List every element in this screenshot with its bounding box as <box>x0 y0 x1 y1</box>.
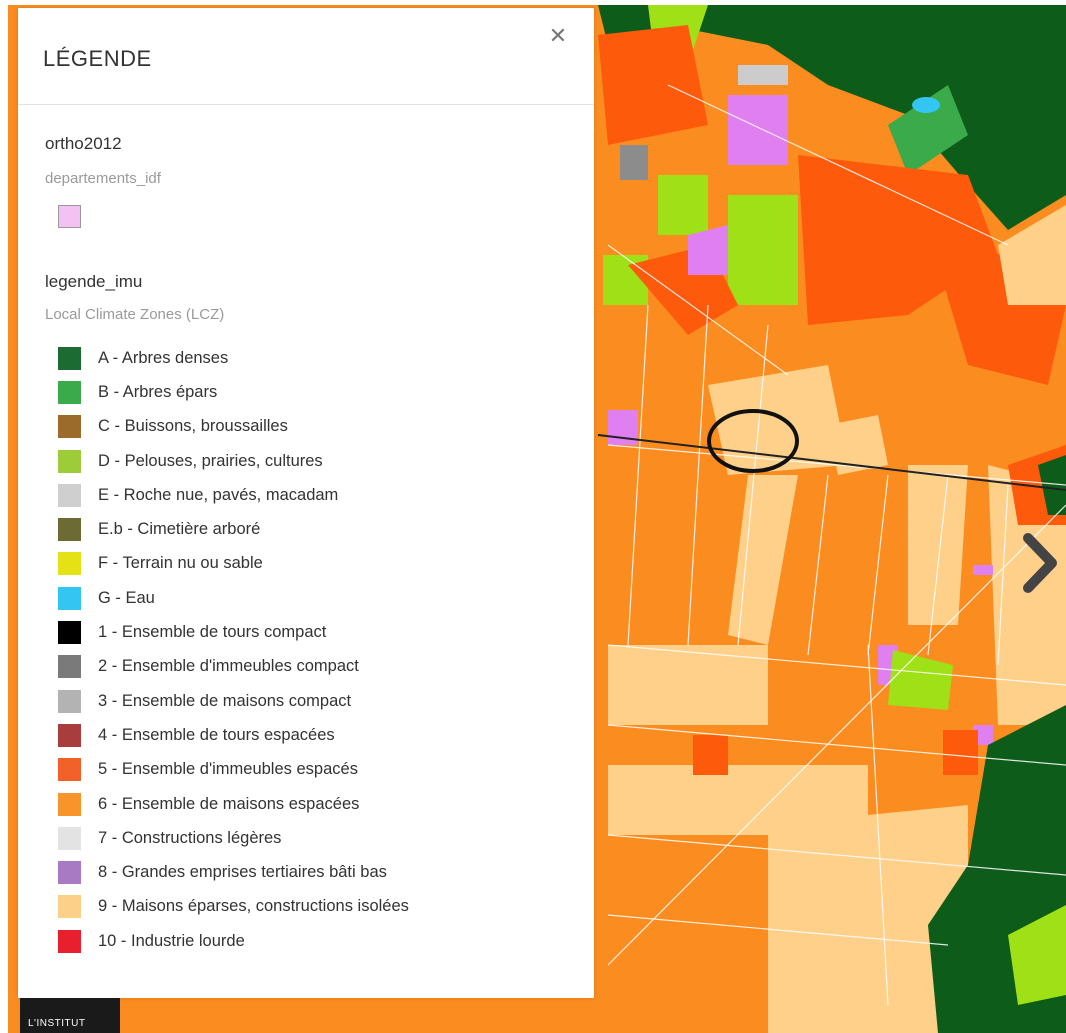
layer-name-ortho: ortho2012 <box>45 134 122 153</box>
lcz-legend-item: E.b - Cimetière arboré <box>58 512 409 546</box>
lcz-color-swatch <box>58 415 81 439</box>
legend-panel: LÉGENDE ✕ ortho2012 departements_idf leg… <box>18 8 594 998</box>
lcz-color-swatch <box>58 689 81 713</box>
institut-logo: L'INSTITUT <box>20 998 120 1033</box>
lcz-color-swatch <box>58 929 81 953</box>
lcz-label: 10 - Industrie lourde <box>98 931 245 950</box>
legend-swatch-ortho <box>58 205 81 228</box>
lcz-legend-item: 8 - Grandes emprises tertiaires bâti bas <box>58 855 409 889</box>
lcz-color-swatch <box>58 758 81 782</box>
layer-subtitle-imu: Local Climate Zones (LCZ) <box>45 306 225 323</box>
close-icon[interactable]: ✕ <box>548 23 568 48</box>
layer-subtitle-ortho: departements_idf <box>45 170 161 187</box>
lcz-legend-item: D - Pelouses, prairies, cultures <box>58 444 409 478</box>
lcz-label: 4 - Ensemble de tours espacées <box>98 725 335 744</box>
lcz-label: F - Terrain nu ou sable <box>98 554 263 573</box>
lcz-label: D - Pelouses, prairies, cultures <box>98 451 323 470</box>
lcz-color-swatch <box>58 380 81 404</box>
lcz-color-swatch <box>58 792 81 816</box>
lcz-label: A - Arbres denses <box>98 348 229 367</box>
lcz-color-swatch <box>58 449 81 473</box>
lcz-color-swatch <box>58 895 81 919</box>
lcz-legend-item: 1 - Ensemble de tours compact <box>58 615 409 649</box>
lcz-label: 9 - Maisons éparses, constructions isolé… <box>98 897 409 916</box>
lcz-legend-item: 2 - Ensemble d'immeubles compact <box>58 650 409 684</box>
lcz-legend-item: 4 - Ensemble de tours espacées <box>58 718 409 752</box>
logo-text: L'INSTITUT <box>28 1018 86 1029</box>
lcz-legend-item: A - Arbres denses <box>58 341 409 375</box>
lcz-legend-item: E - Roche nue, pavés, macadam <box>58 478 409 512</box>
lcz-legend-item: B - Arbres épars <box>58 375 409 409</box>
lcz-legend-item: 7 - Constructions légères <box>58 821 409 855</box>
lcz-label: 6 - Ensemble de maisons espacées <box>98 794 360 813</box>
lcz-color-swatch <box>58 346 81 370</box>
lcz-label: 8 - Grandes emprises tertiaires bâti bas <box>98 863 387 882</box>
lcz-label: E.b - Cimetière arboré <box>98 520 261 539</box>
lcz-legend-item: 6 - Ensemble de maisons espacées <box>58 787 409 821</box>
lcz-color-swatch <box>58 518 81 542</box>
lcz-legend-item: C - Buissons, broussailles <box>58 410 409 444</box>
lcz-label: 2 - Ensemble d'immeubles compact <box>98 657 359 676</box>
lcz-legend-item: F - Terrain nu ou sable <box>58 547 409 581</box>
lcz-legend-list: A - Arbres denses B - Arbres épars C - Bui… <box>58 341 409 958</box>
lcz-legend-item: 5 - Ensemble d'immeubles espacés <box>58 753 409 787</box>
lcz-color-swatch <box>58 655 81 679</box>
lcz-legend-item: 10 - Industrie lourde <box>58 924 409 958</box>
lcz-color-swatch <box>58 586 81 610</box>
legend-title: LÉGENDE <box>43 46 152 71</box>
lcz-color-swatch <box>58 483 81 507</box>
lcz-label: E - Roche nue, pavés, macadam <box>98 485 339 504</box>
lcz-legend-item: 3 - Ensemble de maisons compact <box>58 684 409 718</box>
lcz-label: C - Buissons, broussailles <box>98 417 288 436</box>
chevron-right-icon[interactable] <box>1018 528 1062 598</box>
lcz-label: 3 - Ensemble de maisons compact <box>98 691 352 710</box>
lcz-label: B - Arbres épars <box>98 382 218 401</box>
lcz-label: 7 - Constructions légères <box>98 828 282 847</box>
lcz-color-swatch <box>58 552 81 576</box>
location-marker <box>707 409 799 473</box>
lcz-color-swatch <box>58 621 81 645</box>
lcz-color-swatch <box>58 826 81 850</box>
lcz-label: 1 - Ensemble de tours compact <box>98 623 327 642</box>
lcz-legend-item: G - Eau <box>58 581 409 615</box>
lcz-legend-item: 9 - Maisons éparses, constructions isolé… <box>58 890 409 924</box>
lcz-label: 5 - Ensemble d'immeubles espacés <box>98 760 358 779</box>
lcz-color-swatch <box>58 861 81 885</box>
legend-header: LÉGENDE ✕ <box>18 8 594 105</box>
layer-name-imu: legende_imu <box>45 272 143 291</box>
lcz-color-swatch <box>58 723 81 747</box>
lcz-label: G - Eau <box>98 588 155 607</box>
